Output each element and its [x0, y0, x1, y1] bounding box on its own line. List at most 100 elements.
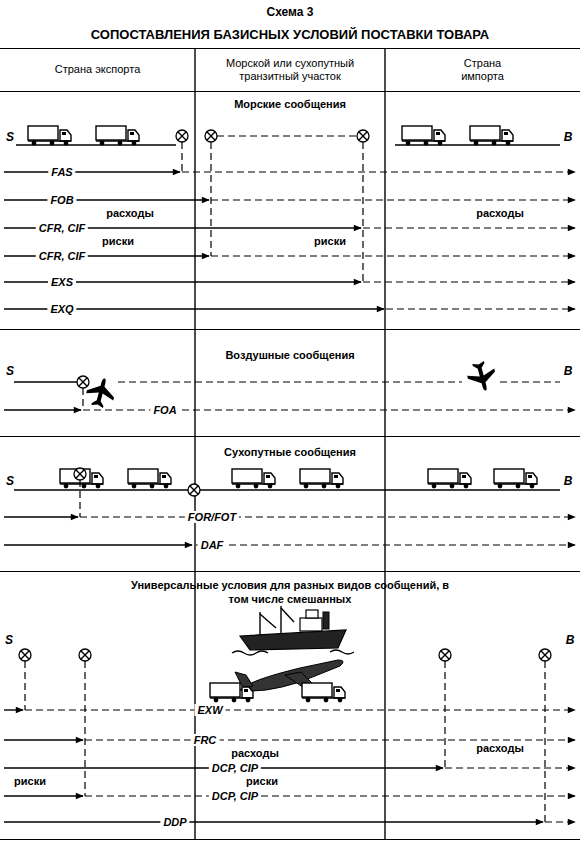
truck-icon	[428, 469, 471, 488]
section-band: Сухопутные сообщения	[0, 437, 580, 572]
leader-line	[84, 661, 85, 796]
note-label: расходы	[106, 207, 154, 219]
seller-arrow	[4, 739, 83, 740]
term-label: FAS	[48, 166, 75, 178]
route-line	[217, 135, 357, 136]
route-line	[16, 144, 176, 145]
header-text: Страна импорта	[443, 57, 523, 83]
buyer-arrow	[363, 281, 575, 282]
transfer-point	[205, 130, 217, 142]
column-line	[194, 48, 195, 840]
transfer-point	[539, 649, 551, 661]
seller-arrow	[4, 255, 209, 256]
section-band: Универсальные условия для разных видов с…	[0, 572, 580, 840]
buyer-arrow	[211, 199, 575, 200]
truck-icon	[402, 126, 445, 145]
party-label: B	[564, 365, 573, 378]
route-line	[118, 381, 462, 382]
transfer-point	[176, 130, 188, 142]
note-label: расходы	[476, 207, 524, 219]
note-label: риски	[246, 775, 278, 787]
seller-arrow	[4, 795, 83, 796]
note-label: риски	[102, 235, 134, 247]
transfer-point	[79, 649, 91, 661]
truck-icon	[60, 469, 103, 488]
transfer-point	[77, 376, 89, 388]
column-line	[384, 48, 385, 840]
seller-arrow	[4, 409, 81, 410]
column-header: Страна импорта	[385, 48, 580, 92]
transfer-point	[357, 130, 369, 142]
term-label: FRC	[191, 734, 220, 746]
leader-line	[79, 480, 80, 517]
column-header: Морской или сухопутный транзитный участо…	[195, 48, 385, 92]
ship-crane	[281, 608, 294, 622]
buyer-arrow	[545, 821, 575, 822]
seller-arrow	[4, 171, 180, 172]
truck-icon	[300, 469, 343, 488]
term-label: FOR/FOT	[185, 511, 239, 523]
header-text: Страна экспорта	[53, 63, 143, 76]
transfer-point	[439, 649, 451, 661]
diagram-title: СОПОСТАВЛЕНИЯ БАЗИСНЫХ УСЛОВИЙ ПОСТАВКИ …	[0, 27, 580, 42]
term-label: DCP, CIP	[209, 762, 261, 774]
truck-icon	[210, 683, 253, 702]
term-label: CFR, CIF	[36, 250, 88, 262]
route-line	[14, 489, 188, 490]
term-label: CFR, CIF	[36, 222, 88, 234]
ship-crane	[259, 612, 260, 635]
party-label: B	[564, 475, 573, 488]
buyer-arrow	[80, 516, 575, 517]
column-header: Страна экспорта	[0, 48, 195, 92]
term-label: DDP	[160, 816, 189, 828]
leader-line	[181, 142, 182, 172]
buyer-arrow	[85, 739, 575, 740]
note-label: расходы	[476, 742, 524, 754]
buyer-arrow	[386, 308, 575, 309]
seller-arrow	[4, 821, 543, 822]
truck-icon	[470, 126, 513, 145]
term-label: FOB	[47, 194, 76, 206]
party-label: B	[564, 131, 573, 144]
party-label: S	[6, 365, 14, 378]
leader-line	[444, 661, 445, 768]
seller-arrow	[4, 199, 209, 200]
term-label: EXQ	[47, 303, 76, 315]
buyer-arrow	[196, 544, 575, 545]
party-label: S	[6, 475, 14, 488]
term-label: FOA	[150, 404, 179, 416]
buyer-arrow	[445, 767, 575, 768]
figure-number: Схема 3	[267, 6, 314, 19]
term-label: EXS	[48, 276, 76, 288]
truck-icon	[302, 683, 345, 702]
route-line	[200, 489, 560, 490]
route-line	[500, 381, 560, 382]
plane-icon	[465, 359, 500, 394]
header-text: Морской или сухопутный транзитный участо…	[215, 57, 365, 83]
truck-icon	[96, 126, 139, 145]
party-label: B	[566, 634, 575, 647]
seller-arrow	[4, 544, 192, 545]
note-label: риски	[314, 235, 346, 247]
transfer-point	[188, 484, 200, 496]
truck-icon	[128, 469, 171, 488]
ship-hull	[240, 630, 346, 650]
party-label: S	[5, 634, 13, 647]
leader-line	[210, 142, 211, 256]
buyer-arrow	[182, 171, 575, 172]
buyer-arrow	[211, 255, 575, 256]
section-heading: Универсальные условия для разных видов с…	[130, 578, 450, 607]
ship-bridge	[306, 610, 318, 618]
term-label: EXW	[194, 704, 225, 716]
ship-crane	[280, 606, 281, 633]
leader-line	[82, 388, 83, 410]
buyer-arrow	[25, 709, 575, 710]
buyer-arrow	[85, 795, 575, 796]
truck-icon	[28, 126, 71, 145]
party-label: S	[6, 131, 14, 144]
section-heading: Морские сообщения	[190, 97, 390, 111]
truck-icon	[232, 469, 275, 488]
seller-arrow	[4, 516, 78, 517]
leader-line	[362, 142, 363, 282]
